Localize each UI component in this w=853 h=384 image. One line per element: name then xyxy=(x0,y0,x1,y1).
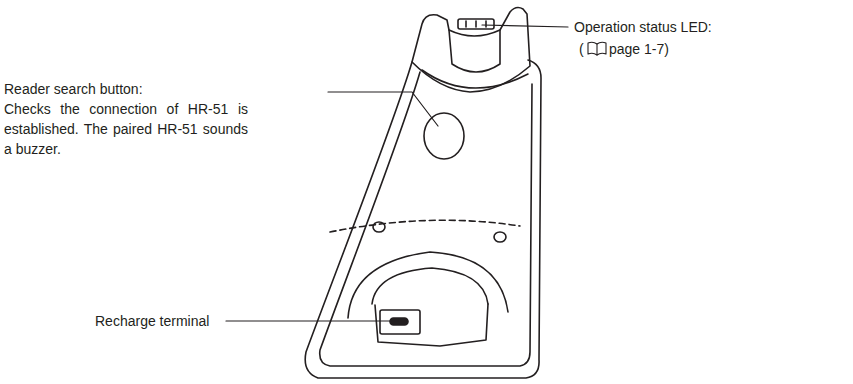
screw-hole xyxy=(494,232,506,242)
page-reference: page 1-7) xyxy=(609,39,669,59)
led xyxy=(465,21,467,27)
leader-line xyxy=(482,25,568,27)
holder-opening xyxy=(449,30,500,72)
search-button xyxy=(424,113,464,159)
holder-front xyxy=(422,70,528,88)
led xyxy=(475,21,477,27)
led-window xyxy=(458,19,494,29)
part-name: Operation status LED: xyxy=(574,17,712,37)
pocket-inner xyxy=(372,268,488,304)
terminal-plate xyxy=(380,310,420,334)
book-icon xyxy=(588,42,606,55)
leader-line xyxy=(328,92,438,126)
led xyxy=(485,21,487,27)
cradle-rim xyxy=(320,72,532,366)
part-description: Checks the connection of HR-51 is establ… xyxy=(4,99,248,159)
pocket-outline xyxy=(348,252,508,318)
part-name: Reader search button: xyxy=(4,79,143,99)
part-name: Recharge terminal xyxy=(95,311,209,331)
page-reference: ( xyxy=(579,39,584,59)
pocket-ledge xyxy=(330,220,520,232)
pocket-floor xyxy=(375,304,488,346)
holder-outline xyxy=(412,8,530,92)
cradle-outline xyxy=(305,60,541,378)
leader-line xyxy=(226,320,398,321)
